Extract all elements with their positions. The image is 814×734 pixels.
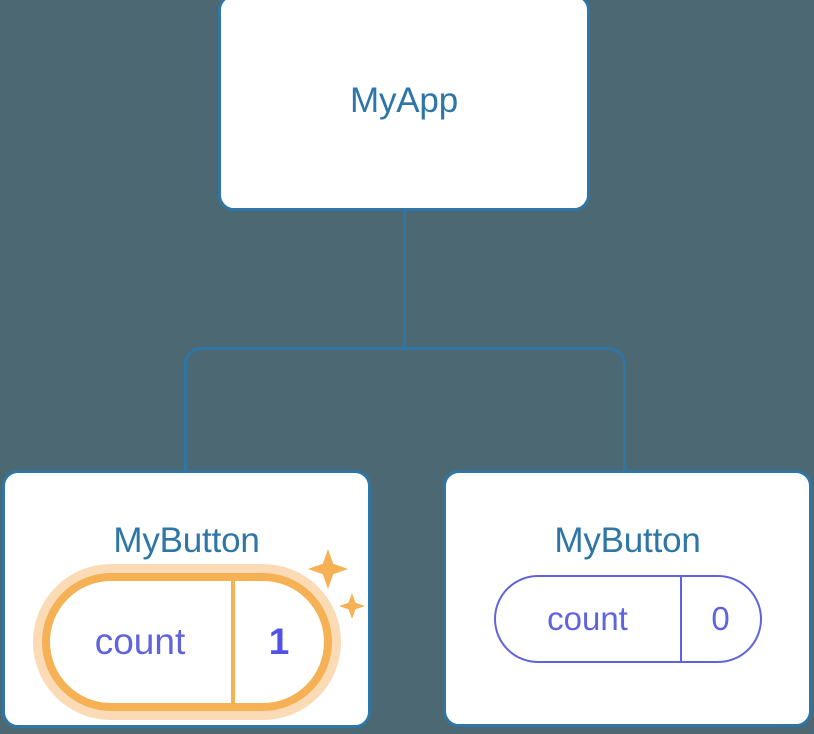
node-mybutton-1[interactable]: MyButton count 0 [443,470,812,727]
node-mybutton-0[interactable]: MyButton count 1 [2,470,371,728]
edge-branch-right [404,347,626,472]
node-myapp-label: MyApp [350,81,458,120]
state-pill-0[interactable]: count 1 [41,549,365,711]
state-pill-wrap-0: count 1 [5,549,368,711]
node-mybutton-1-label: MyButton [554,521,701,560]
state-pill-1[interactable]: count 0 [493,575,762,663]
state-value-1: 0 [711,600,730,637]
state-value-0: 1 [268,621,290,662]
edge-branch-left [184,347,405,472]
node-mybutton-0-label: MyButton [113,521,260,560]
state-pill-wrap-1: count 0 [446,575,809,663]
state-key-1: count [496,577,682,661]
node-myapp[interactable]: MyApp [218,0,590,211]
state-key-0: count [50,581,235,703]
